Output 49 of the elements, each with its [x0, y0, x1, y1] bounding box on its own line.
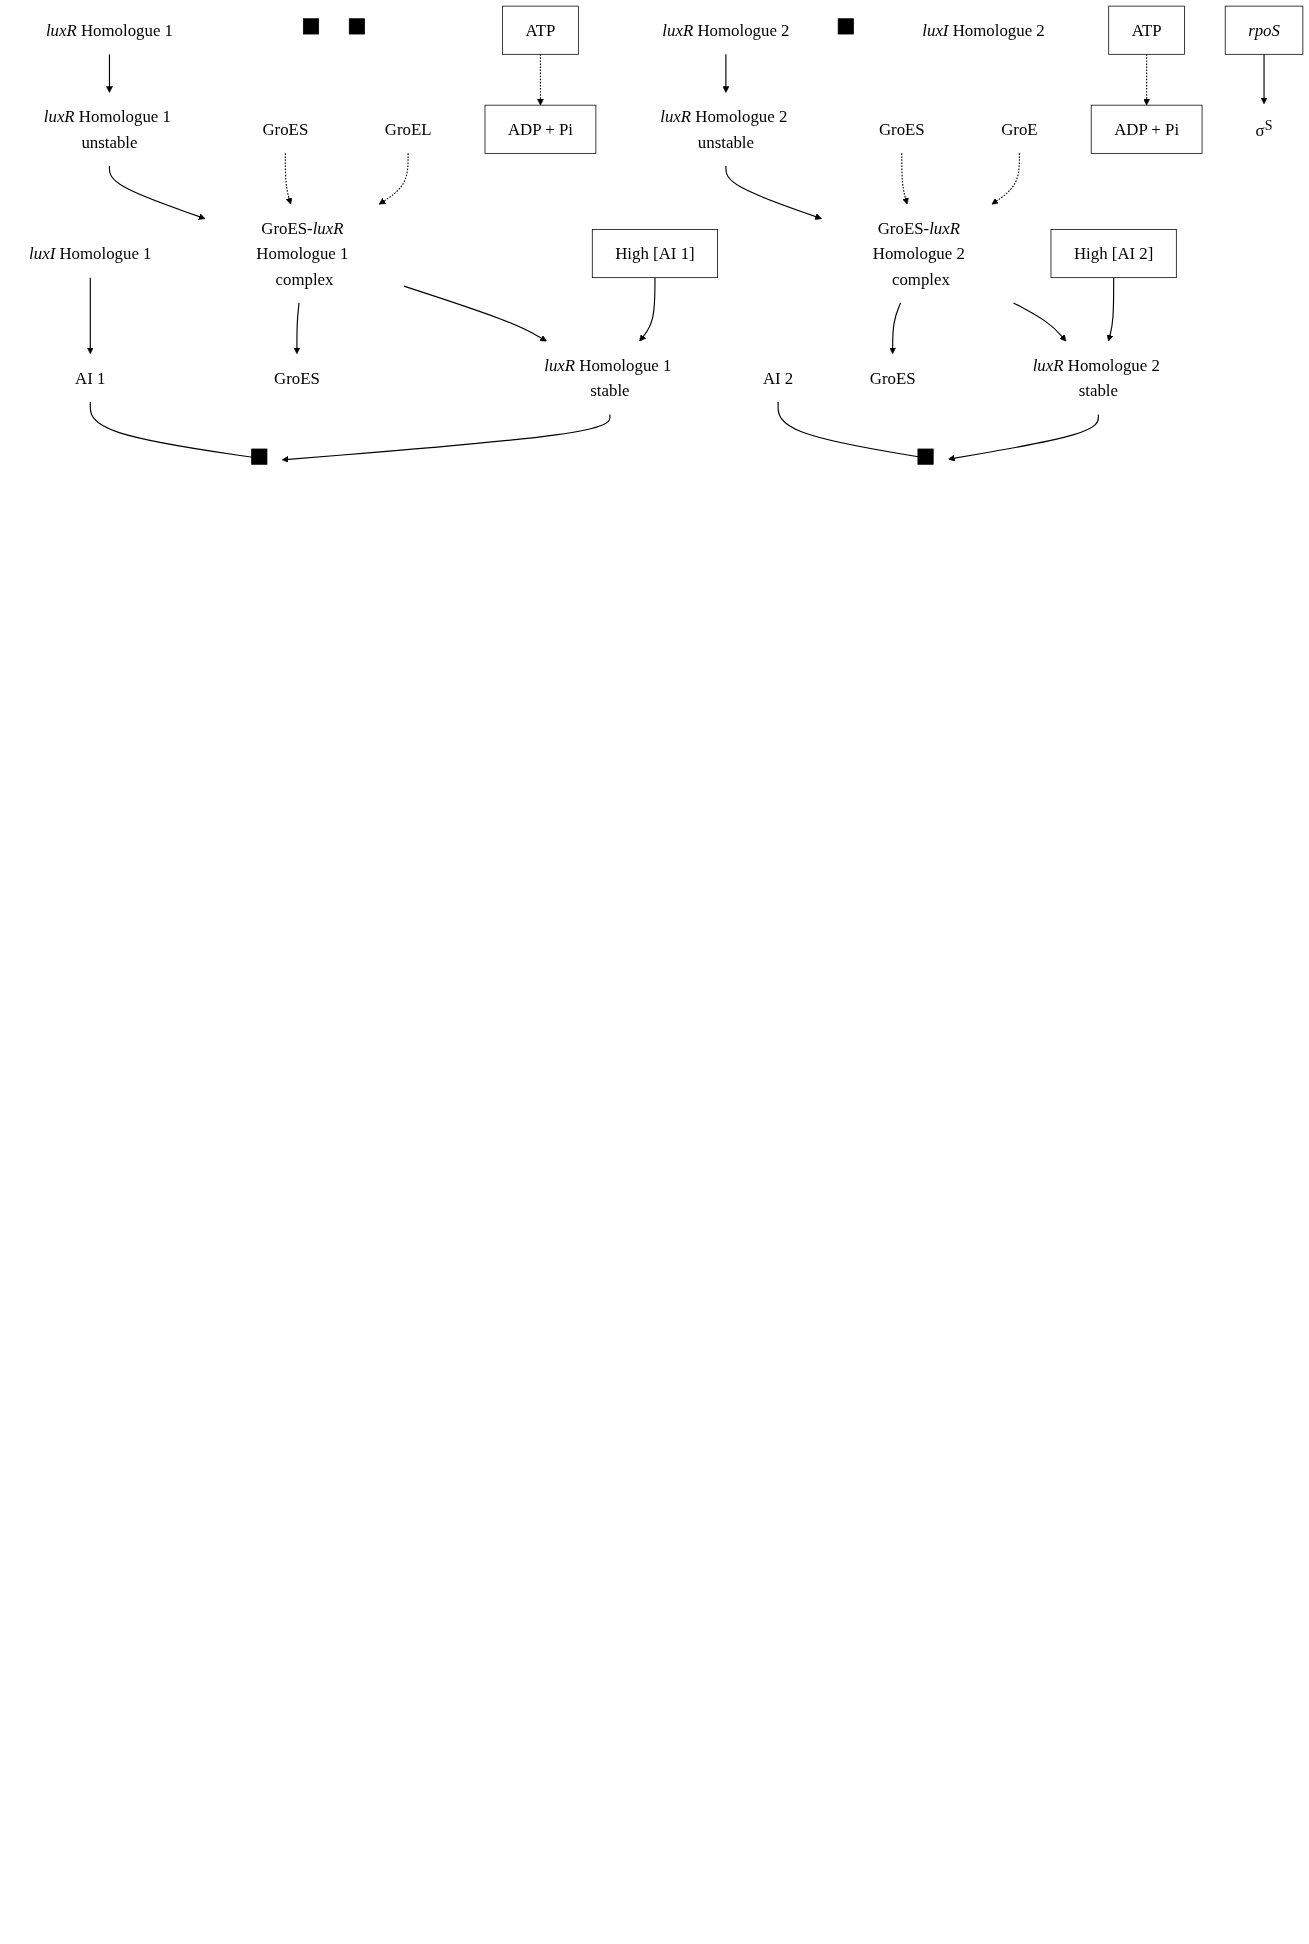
node-text: luxR Homologue 2 unstable	[660, 107, 788, 152]
node-box: ADP + Pi	[1090, 104, 1203, 154]
node-box: ADP + Pi	[484, 104, 597, 154]
node-text: luxR Homologue 2 stable	[1032, 355, 1160, 401]
node-text: GroES	[274, 368, 320, 388]
node-text: luxR Homologue 1	[45, 20, 174, 40]
node-box	[837, 18, 854, 35]
node-text: GroES	[878, 119, 925, 139]
arrow	[1106, 277, 1115, 342]
arrow	[281, 414, 611, 463]
arrow	[722, 53, 730, 93]
arrow	[293, 302, 301, 355]
node-text: AI 2	[762, 368, 794, 388]
arrow	[639, 277, 656, 342]
arrow	[108, 165, 206, 220]
node-text: GroES-luxR Homologue 2 complex	[872, 218, 965, 289]
arrow	[403, 285, 547, 342]
node-text: GroES-luxR Homologue 1 complex	[256, 218, 349, 289]
node-text: luxI Homologue 2	[922, 20, 1045, 40]
node-box	[251, 448, 268, 465]
arrow	[889, 302, 902, 355]
node-box: High [AI 1]	[591, 229, 718, 279]
node-text: luxR Homologue 2	[662, 20, 790, 40]
arrow	[901, 152, 909, 205]
node-text: GroES	[869, 368, 916, 388]
arrow	[378, 152, 409, 205]
node-text: luxR Homologue 1 unstable	[43, 107, 171, 152]
node-box: ATP	[502, 5, 579, 55]
node-box	[303, 18, 320, 35]
node-box: rpoS	[1224, 5, 1304, 55]
node-text: GroES	[262, 119, 309, 139]
node-text: GroEL	[384, 119, 432, 139]
node-text: GroE	[1001, 119, 1038, 139]
node-text: σ$^{S}$	[1255, 117, 1273, 141]
arrow	[1012, 302, 1067, 342]
node-box	[917, 448, 934, 465]
node-box: High [AI 2]	[1050, 229, 1177, 279]
node-text: luxR Homologue 1 stable	[544, 355, 672, 401]
arrow	[1260, 53, 1268, 105]
arrow	[725, 165, 822, 220]
arrow	[86, 277, 94, 355]
arrow	[106, 53, 113, 93]
node-box	[348, 18, 365, 35]
arrow	[948, 414, 1099, 462]
node-text: AI 1	[75, 368, 106, 388]
node-text: luxI Homologue 1	[29, 244, 152, 264]
arrow	[284, 152, 293, 205]
arrow	[991, 152, 1020, 205]
node-box: ATP	[1108, 5, 1185, 55]
